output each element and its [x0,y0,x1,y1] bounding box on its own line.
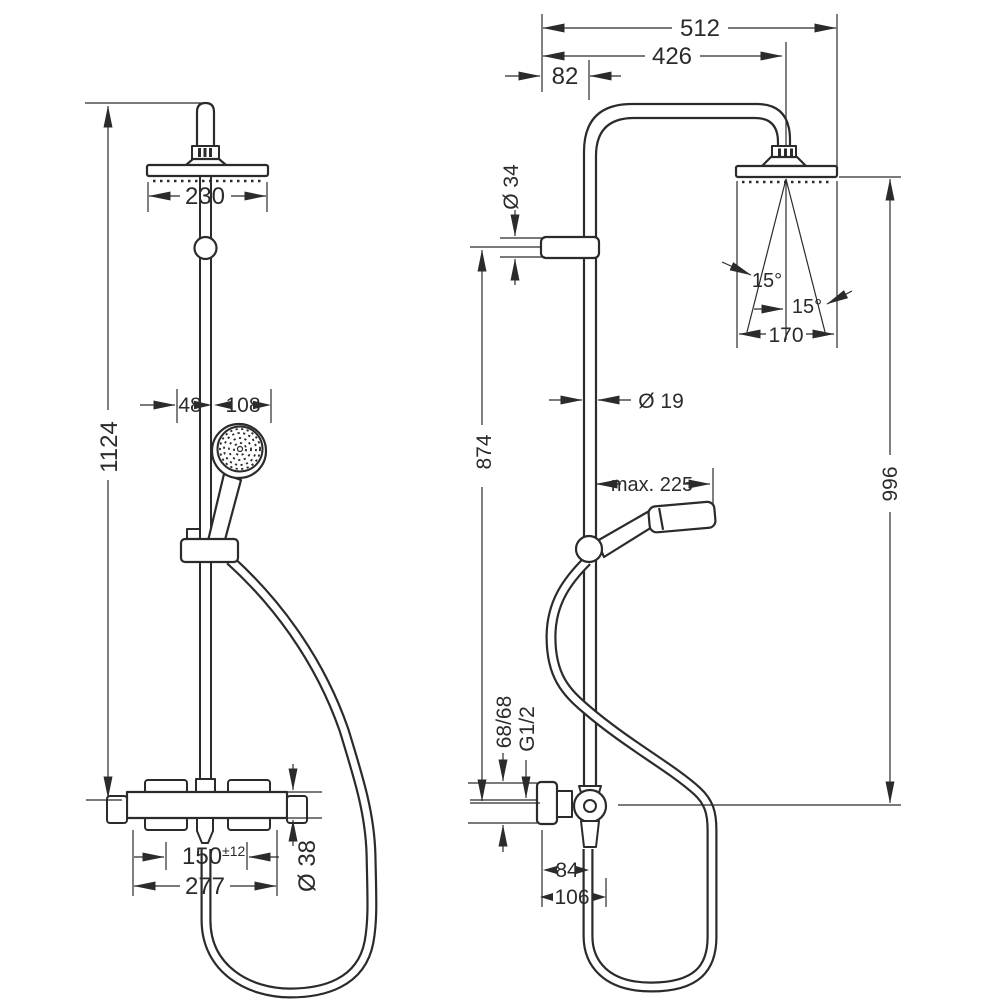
front-hose-inner [202,557,376,997]
front-slider-bracket [179,537,240,564]
collar-detail [203,148,207,157]
front-rail [199,175,212,794]
dim-spray-angle-right: 15° [792,296,822,318]
dim-rail-diameter: Ø 19 [638,390,684,413]
dim-arrow-angle-right2 [826,290,853,305]
dim-connection-centers: 150±12 [182,843,246,870]
connector-detail [784,148,787,157]
side-hand-shower-head [647,500,717,534]
dim-valve-width: 277 [185,873,225,900]
front-valve-body [125,790,289,820]
dim-head-center-depth: 426 [652,43,692,70]
dim-spray-width: 170 [768,324,803,347]
dim-hand-offset: 48 [178,394,201,417]
spray-ring [233,442,247,456]
dim-spray-angle-left: 15° [752,270,782,292]
front-view: 1124 230 48 108 Ø 38 150±12 277 [85,101,378,999]
dim-wall-to-rail: 82 [552,63,579,90]
front-slider-pin [186,528,201,540]
spray-edge-left [746,178,787,333]
arrowhead [214,400,232,410]
front-ball-joint [193,235,218,261]
side-slider-knob [574,534,604,564]
side-hose [545,557,718,993]
dim-wall-to-hose-outer: 106 [554,886,589,909]
front-valve-handle-left [106,795,128,824]
front-valve-handle-right [286,795,308,824]
dim-connection-thread: G1/2 [516,706,539,752]
spray-edge-right [785,178,826,333]
side-hose-inner [547,558,716,991]
dim-wall-to-hose: 84 [555,859,579,882]
side-wall-bracket [539,235,601,260]
side-rail-outer [582,102,792,793]
side-valve-block [556,790,573,818]
spray-ring [228,437,252,461]
side-valve-screw [583,799,597,813]
dim-head-width: 230 [185,183,225,210]
arrowhead [593,893,606,901]
arrowhead [576,866,589,874]
dim-arrow-angle-left [721,261,752,276]
dim-bracket-diameter: Ø 34 [500,164,523,210]
dim-head-height: 996 [879,466,902,501]
arrowhead [543,866,557,874]
side-rail-inner [594,116,780,793]
side-valve-outlet [580,820,600,848]
front-overhead-shower [145,163,270,178]
dim-supply-spacing: 68/68 [493,696,516,749]
dim-total-height: 1124 [96,421,123,473]
dim-hand-shower-reach: max. 225 [611,474,693,496]
spray-ring [223,432,257,466]
connector-detail [778,148,781,157]
dim-rail-height: 874 [473,434,496,469]
dim-hand-width: 108 [225,394,260,417]
arrowhead [253,400,271,410]
side-view: 512 426 82 Ø 34 874 15° 15° 170 [468,14,902,993]
spray-center [236,445,244,453]
side-overhead-shower [734,164,839,179]
collar-detail [198,148,201,157]
front-valve-outlet [196,817,214,844]
dim-overall-depth: 512 [680,15,720,42]
side-head-cone [760,155,808,168]
arrowhead [194,400,212,410]
arrowhead [540,893,553,901]
dim-valve-diameter: Ø 38 [294,840,321,892]
connector-detail [790,148,793,157]
collar-detail [209,148,212,157]
spray-ring [219,428,261,470]
